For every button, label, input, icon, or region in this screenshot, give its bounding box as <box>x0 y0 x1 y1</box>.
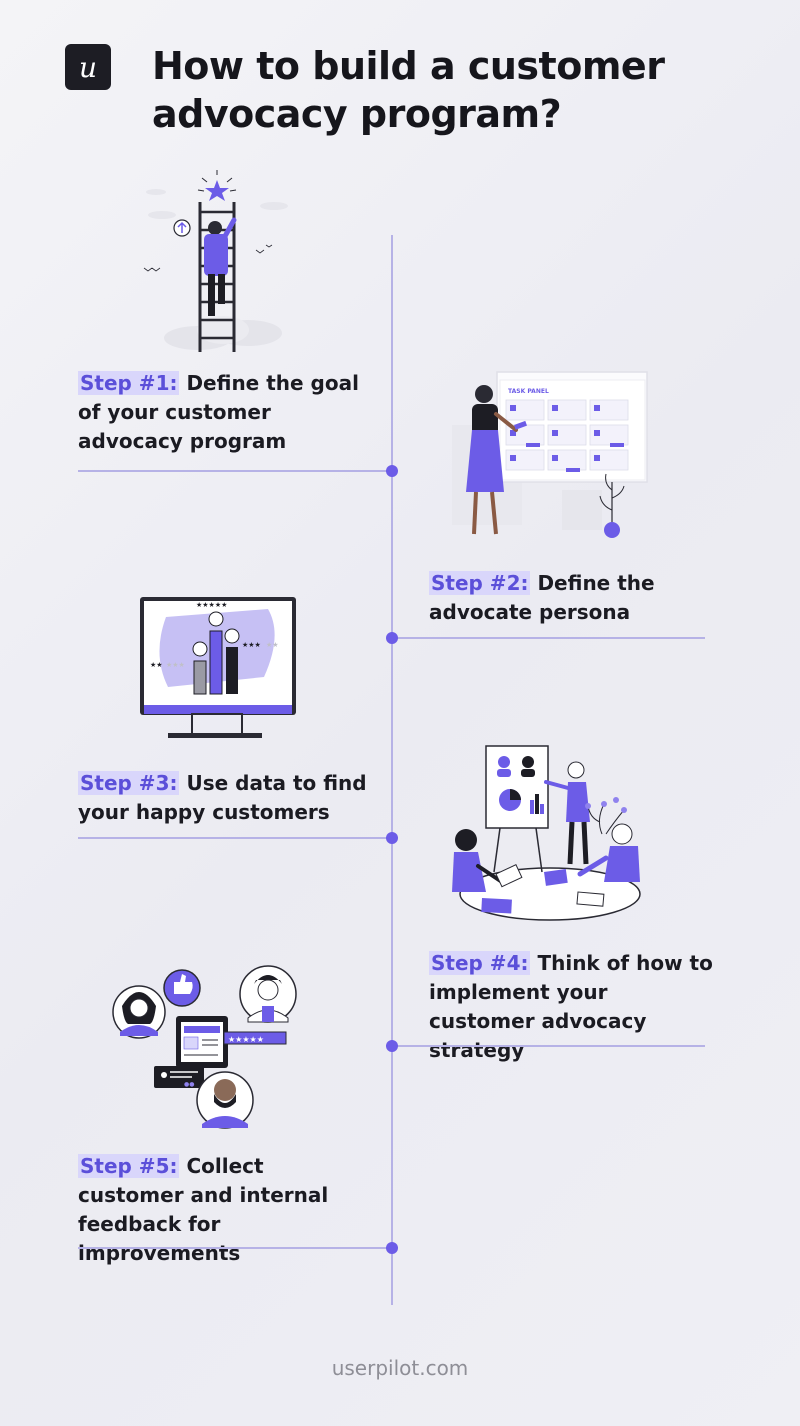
svg-text:★★★: ★★★ <box>242 641 261 649</box>
svg-text:●●: ●● <box>184 1081 194 1088</box>
svg-text:★★★★★: ★★★★★ <box>196 601 227 609</box>
step-4-dot <box>386 1040 398 1052</box>
step-5-number: Step #5: <box>78 1154 180 1178</box>
step-2-dot <box>386 632 398 644</box>
task-panel-illustration: TASK PANEL <box>452 371 648 538</box>
step-4-text: Step #4: Think of how to implement your … <box>429 949 719 1065</box>
step-3-line <box>78 837 392 839</box>
svg-text:★★★: ★★★ <box>166 661 185 669</box>
step-1-description: Define the goal of your customer advocac… <box>78 371 359 453</box>
step-1-text: Step #1: Define the goal of your custome… <box>78 369 378 456</box>
monitor-ratings-illustration: ★★★★★ ★★ ★★★ ★★★ ★★ <box>140 597 296 738</box>
step-4-line <box>392 1045 705 1047</box>
footer-site: userpilot.com <box>331 1356 469 1380</box>
step-3-number: Step #3: <box>78 771 180 795</box>
step-3-description: Use data to find your happy customers <box>78 771 367 824</box>
step-2-description: Define the advocate persona <box>429 571 655 624</box>
svg-text:★★: ★★ <box>150 661 163 669</box>
step-3-dot <box>386 832 398 844</box>
step-4-number: Step #4: <box>429 951 531 975</box>
step-2-number: Step #2: <box>429 571 531 595</box>
timeline-vertical-line <box>391 235 393 1305</box>
step-1-dot <box>386 465 398 477</box>
step-3-text: Step #3: Use data to find your happy cus… <box>78 769 378 827</box>
svg-text:★★: ★★ <box>266 641 279 649</box>
userpilot-logo: u <box>65 44 111 90</box>
svg-text:★★★★★: ★★★★★ <box>228 1035 264 1044</box>
step-4-description: Think of how to implement your customer … <box>429 951 713 1062</box>
page-title: How to build a customer advocacy program… <box>152 44 665 136</box>
ladder-illustration <box>143 170 288 352</box>
step-2-line <box>392 637 705 639</box>
task-panel-label: TASK PANEL <box>508 388 549 395</box>
step-5-line <box>78 1247 392 1249</box>
step-5-dot <box>386 1242 398 1254</box>
feedback-illustration: ★★★★★ ●● <box>112 965 297 1129</box>
step-5-text: Step #5: Collect customer and internal f… <box>78 1152 368 1268</box>
step-1-number: Step #1: <box>78 371 180 395</box>
step-2-text: Step #2: Define the advocate persona <box>429 569 709 627</box>
step-1-line <box>78 470 392 472</box>
meeting-illustration <box>452 745 641 921</box>
step-5-description: Collect customer and internal feedback f… <box>78 1154 329 1265</box>
